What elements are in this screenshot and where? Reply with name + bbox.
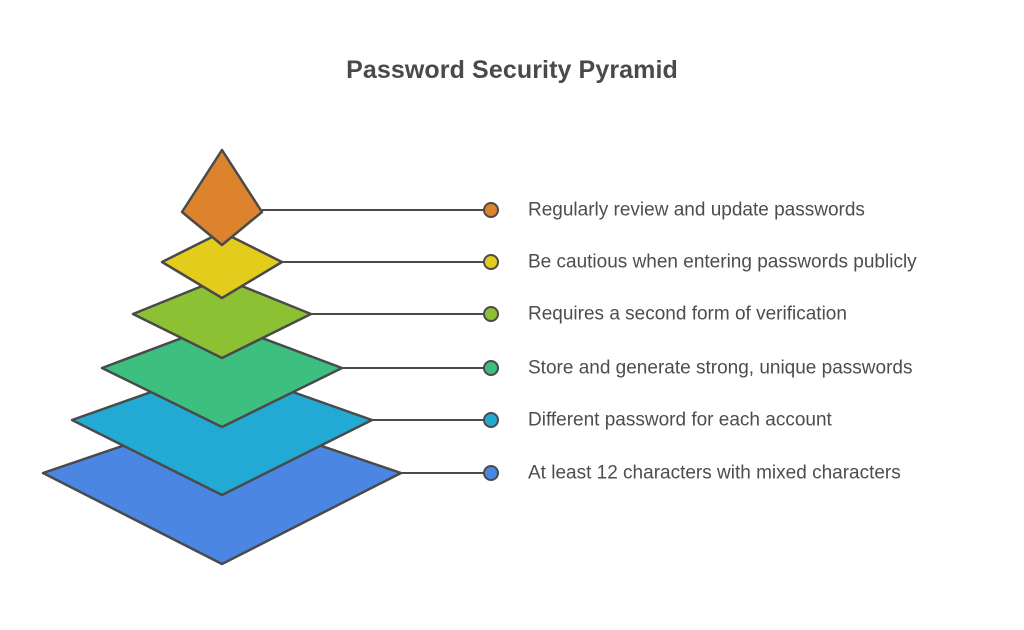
pyramid-layer-3[interactable] <box>131 276 313 360</box>
legend-marker-4[interactable] <box>483 360 499 376</box>
legend-marker-1[interactable] <box>483 202 499 218</box>
legend-markers-group <box>483 202 499 481</box>
legend-label-1: Regularly review and update passwords <box>528 199 865 221</box>
pyramid-layer-2[interactable] <box>160 230 284 300</box>
legend-marker-6[interactable] <box>483 465 499 481</box>
legend-marker-2[interactable] <box>483 254 499 270</box>
pyramid-layer-4[interactable] <box>100 321 344 429</box>
legend-label-5: Different password for each account <box>528 409 832 431</box>
pyramid-layer-1[interactable] <box>180 148 264 247</box>
legend-label-2: Be cautious when entering passwords publ… <box>528 251 917 273</box>
connector-lines-group <box>262 209 491 474</box>
pyramid-layers-group <box>41 148 403 566</box>
legend-label-6: At least 12 characters with mixed charac… <box>528 462 901 484</box>
pyramid-layer-5[interactable] <box>70 365 374 497</box>
legend-label-3: Requires a second form of verification <box>528 303 847 325</box>
legend-marker-5[interactable] <box>483 412 499 428</box>
legend-marker-3[interactable] <box>483 306 499 322</box>
legend-label-4: Store and generate strong, unique passwo… <box>528 357 913 379</box>
page-title: Password Security Pyramid <box>346 56 678 84</box>
